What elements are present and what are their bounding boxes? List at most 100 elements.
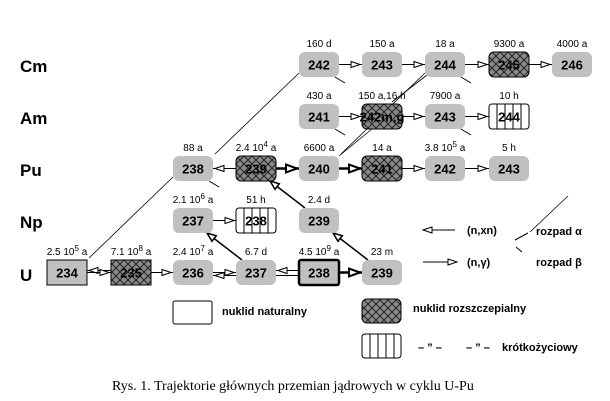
legend-n-gamma: (n,γ)	[423, 257, 491, 269]
n-xn-arrow-icon	[213, 164, 225, 173]
nuclide-box	[235, 207, 277, 234]
nuclide-u239: 239 23 m	[362, 247, 402, 285]
half-life-label: 2.4 107 a	[173, 244, 214, 258]
legend-shortlived-label: krótkożyciowy	[502, 342, 579, 354]
n-gamma-arrow-icon	[540, 60, 552, 69]
n-gamma-arrow-icon	[285, 163, 300, 174]
half-life-label: 88 a	[183, 143, 203, 154]
legend-n-xn: (n,xn)	[421, 225, 497, 237]
nuclide-box	[552, 52, 592, 77]
half-life-label: 18 a	[435, 39, 455, 50]
nuclide-mass: 241	[308, 110, 330, 125]
legend-natural: nuklid naturalny	[172, 300, 308, 325]
nuclide-mass: 239	[371, 266, 393, 281]
nuclide-box	[235, 155, 277, 182]
nuclide-box	[425, 52, 465, 77]
nuclide-mass: 242	[308, 58, 330, 73]
nuclide-mass: 242	[434, 162, 456, 177]
beta-arrow-icon	[205, 231, 218, 243]
half-life-label: 7.1 108 a	[111, 244, 152, 258]
nuclide-box	[488, 103, 530, 130]
nuclide-box	[362, 52, 402, 77]
nuclide-box	[236, 260, 276, 285]
n-gamma-arrow-icon	[348, 163, 363, 174]
n-gamma-arrow-icon	[99, 268, 111, 277]
half-life-label: 7900 a	[430, 91, 461, 102]
nuclide-u235: 235 7.1 108 a	[110, 244, 152, 286]
nuclide-box	[489, 156, 529, 181]
n-gamma-arrow-icon	[224, 216, 236, 225]
nuclide-box	[110, 259, 152, 286]
legend-natural-label: nuklid naturalny	[222, 306, 308, 318]
natural-nuclide-swatch	[172, 300, 213, 325]
beta-arrow-icon	[331, 231, 344, 243]
half-life-label: 160 d	[306, 39, 331, 50]
n-xn-arrow-icon	[421, 226, 433, 234]
nuclide-mass: 239	[308, 214, 330, 229]
nuclide-box	[361, 155, 403, 182]
alpha-decay-transition	[338, 128, 373, 157]
half-life-label: 51 h	[246, 195, 265, 206]
half-life-label: 23 m	[371, 247, 393, 258]
half-life-label: 6600 a	[304, 143, 335, 154]
beta-decay-tick	[460, 76, 472, 84]
nuclide-mass: 243	[434, 110, 456, 125]
nuclide-mass: 236	[182, 266, 204, 281]
beta-decay-tick	[460, 128, 472, 136]
nuclide-cm242: 242 160 d	[299, 39, 339, 77]
n-gamma-arrow-icon	[348, 267, 363, 278]
half-life-label: 2.1 106 a	[173, 192, 214, 206]
legend-ditto-1: – ” –	[418, 342, 442, 354]
nuclide-pu241: 241 14 a	[361, 143, 403, 182]
figure-caption: Rys. 1. Trajektorie głównych przemian ją…	[112, 379, 474, 394]
nuclide-u237: 237 6.7 d	[236, 247, 276, 285]
nuclide-mass: 246	[561, 58, 583, 73]
half-life-label: 4000 a	[557, 39, 588, 50]
n-gamma-arrow-icon	[477, 60, 489, 69]
nuclide-box	[46, 259, 88, 286]
nuclide-box	[361, 103, 403, 130]
alpha-decay-transition	[214, 72, 300, 155]
nuclide-mass: 239	[245, 162, 267, 177]
nuclide-mass: 235	[120, 266, 142, 281]
element-label-cm: Cm	[20, 57, 47, 76]
half-life-label: 14 a	[372, 143, 392, 154]
legend-fissile: nuklid rozszczepialny	[361, 298, 527, 324]
nuclide-mass: 242m,g	[360, 110, 405, 125]
n-gamma-arrow-icon	[477, 164, 489, 173]
nuclide-mass: 245	[498, 58, 520, 73]
legend-shortlived: – ” – – ” – krótkożyciowy	[361, 333, 579, 359]
nuclide-box	[297, 258, 341, 287]
nuclide-mass: 243	[371, 58, 393, 73]
nuclide-am243: 243 7900 a	[425, 91, 465, 129]
nuclide-mass: 240	[308, 162, 330, 177]
n-xn-arrow-icon	[213, 271, 225, 280]
n-gamma-arrow-icon	[224, 268, 236, 277]
half-life-label: 150 a	[369, 39, 394, 50]
n-xn-arrow-icon	[276, 266, 288, 275]
nuclide-mass: 234	[56, 266, 78, 281]
nuclide-mass: 238	[308, 266, 330, 281]
legend-beta-label: rozpad β	[536, 257, 582, 269]
nuclide-mass: 241	[371, 162, 393, 177]
fissile-nuclide-swatch	[361, 298, 402, 324]
nuclide-u236: 236 2.4 107 a	[173, 244, 214, 285]
nuclide-mass: 237	[245, 266, 267, 281]
element-label-u: U	[20, 266, 32, 285]
half-life-label: 430 a	[306, 91, 331, 102]
half-life-label: 6.7 d	[245, 247, 267, 258]
n-gamma-arrow-icon	[413, 60, 425, 69]
element-label-am: Am	[20, 109, 47, 128]
legend-fissile-label: nuklid rozszczepialny	[413, 303, 527, 315]
alpha-decay-transition	[391, 74, 428, 103]
